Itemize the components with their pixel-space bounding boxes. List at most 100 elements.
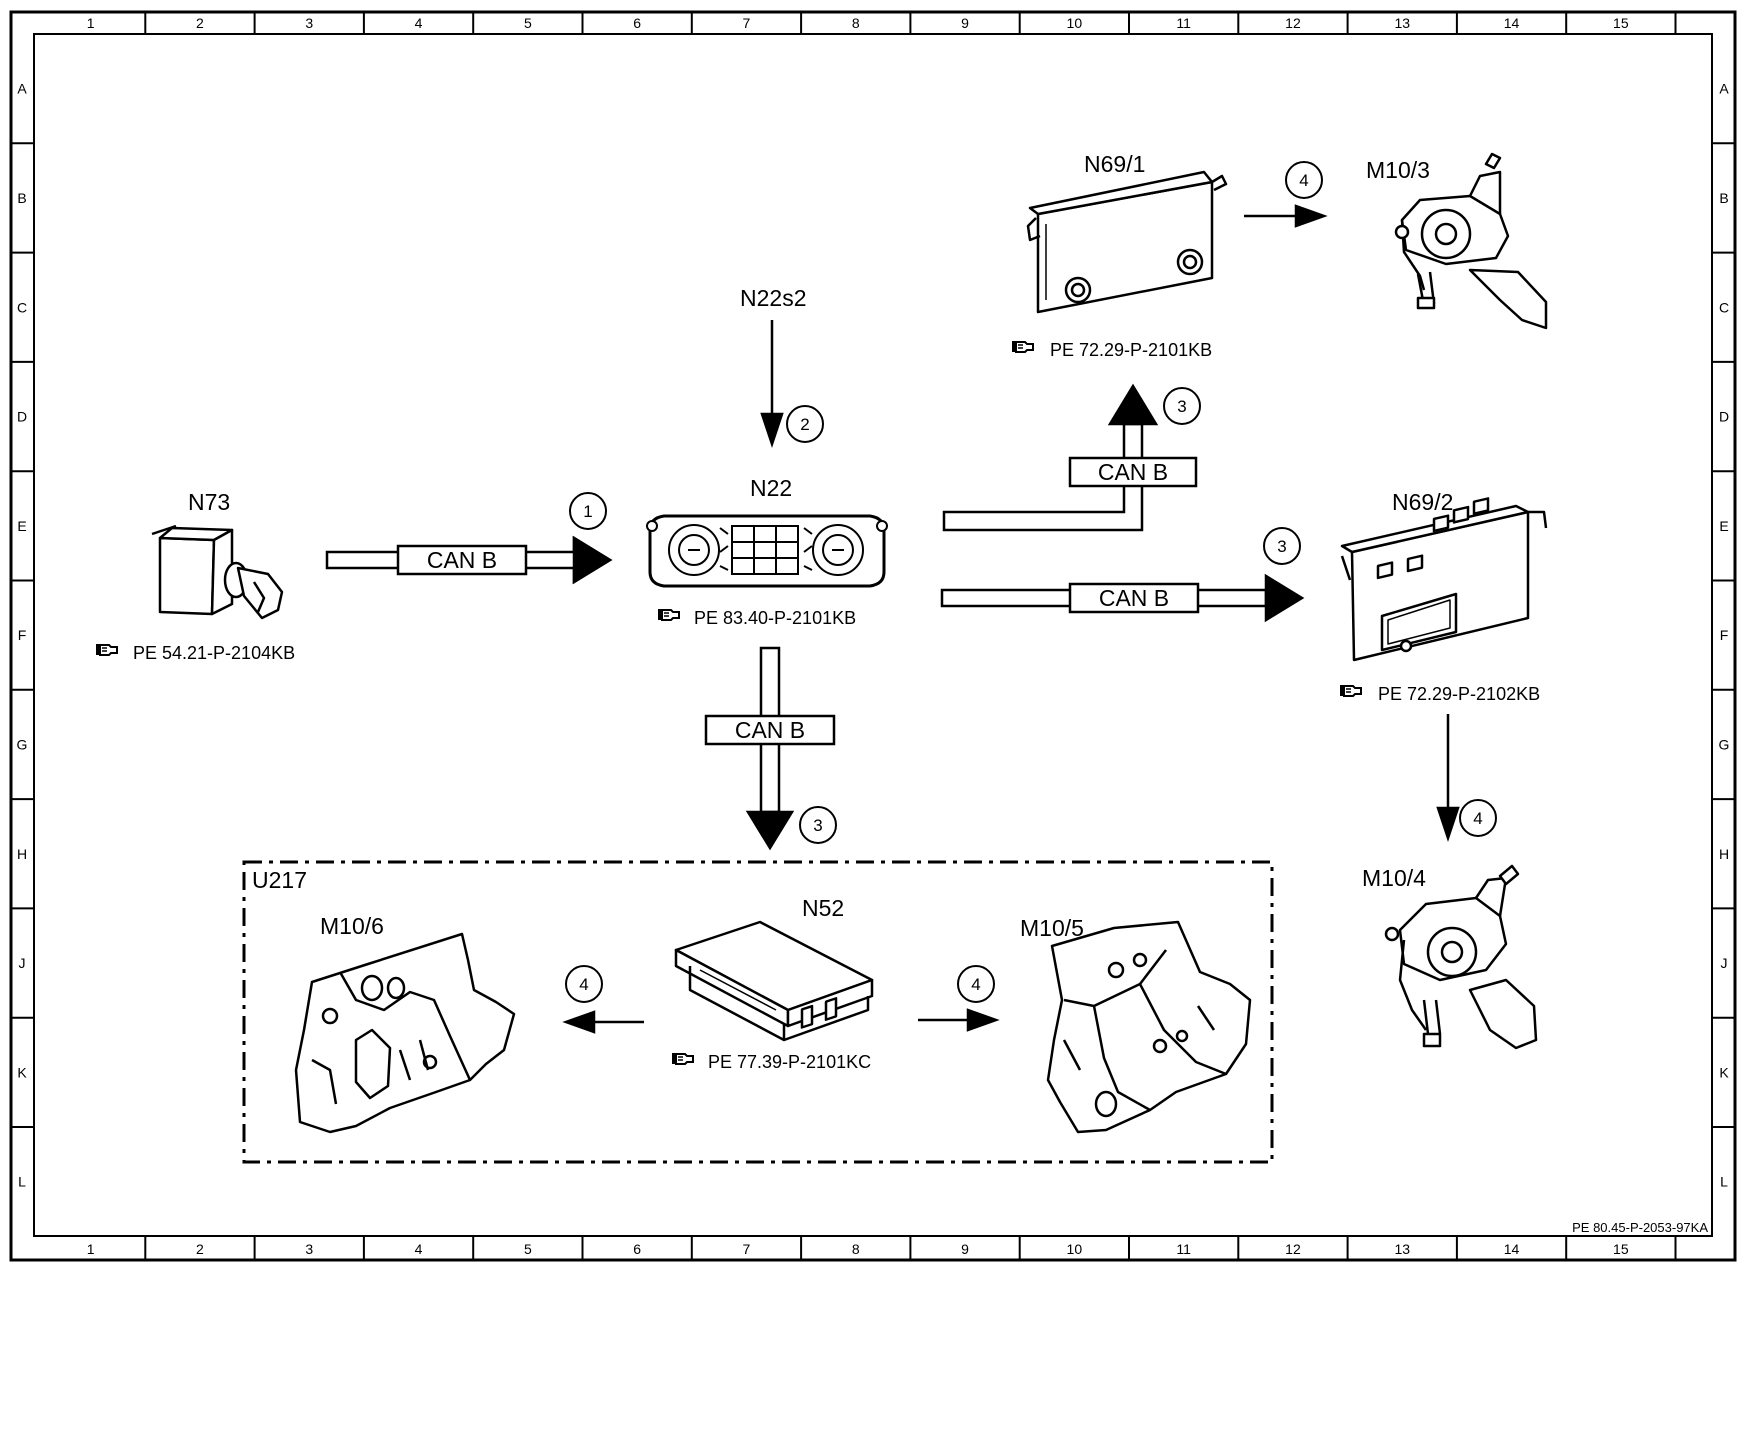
step-circle-4d: [957, 965, 995, 1003]
grid-col-top-5: 5: [524, 15, 532, 31]
arrow-n22-to-n52: [704, 646, 836, 851]
grid-col-bottom-13: 13: [1394, 1241, 1410, 1257]
grid-row-left-F: F: [18, 627, 27, 643]
grid-row-left-D: D: [17, 409, 27, 425]
grid-col-top-1: 1: [87, 15, 95, 31]
ref-n22: PE 83.40-P-2101KB: [657, 608, 856, 628]
step-circle-1: [569, 492, 607, 530]
can-b-box-4: [704, 714, 836, 746]
grid-col-top-6: 6: [633, 15, 641, 31]
grid-row-left-E: E: [17, 518, 26, 534]
arrow-n22s2-to-n22: [760, 320, 784, 448]
grid-col-bottom-11: 11: [1176, 1241, 1191, 1257]
arrow-n69-2-to-m10-4: [1436, 714, 1460, 842]
step-circle-4a: [1285, 161, 1323, 199]
step-number-4a: 4: [1299, 171, 1308, 190]
label-m10-4: M10/4: [1362, 865, 1426, 891]
grid-col-top-14: 14: [1504, 15, 1520, 31]
grid-col-top-15: 15: [1613, 15, 1629, 31]
ref-text-n52: PE 77.39-P-2101KC: [708, 1052, 871, 1072]
grid-col-top-3: 3: [305, 15, 313, 31]
grid-row-left-J: J: [19, 955, 26, 971]
m10-6-door-module-icon: [294, 932, 516, 1134]
step-number-3c: 3: [813, 816, 822, 835]
label-n73: N73: [188, 489, 230, 515]
grid-col-bottom-8: 8: [852, 1241, 860, 1257]
m10-3-window-motor-icon: [1394, 152, 1548, 330]
can-b-label-1: CAN B: [427, 547, 497, 573]
arrow-n52-to-m10-5: [918, 1008, 1000, 1032]
grid-col-bottom-10: 10: [1067, 1241, 1083, 1257]
step-circle-4b: [1459, 799, 1497, 837]
label-m10-3: M10/3: [1366, 157, 1430, 183]
ref-text-n22: PE 83.40-P-2101KB: [694, 608, 856, 628]
n69-2-door-control-unit-icon: [1340, 497, 1548, 662]
grid-row-left-G: G: [17, 736, 28, 752]
drawing-frame: 1122334455667788991010111112121313141415…: [9, 10, 1737, 1262]
grid-col-top-9: 9: [961, 15, 969, 31]
can-b-box-1: [396, 544, 528, 576]
step-circle-3a: [1163, 387, 1201, 425]
grid-row-left-A: A: [17, 81, 27, 97]
grid-col-bottom-12: 12: [1285, 1241, 1301, 1257]
step-number-4c: 4: [579, 975, 588, 994]
grid-col-top-12: 12: [1285, 15, 1301, 31]
u217-boundary: [242, 860, 1274, 1164]
grid-row-right-A: A: [1719, 81, 1729, 97]
grid-row-right-C: C: [1719, 299, 1729, 315]
label-n52: N52: [802, 895, 844, 921]
ref-n69-2: PE 72.29-P-2102KB: [1339, 684, 1540, 704]
grid-row-right-E: E: [1719, 518, 1728, 534]
arrow-n52-to-m10-6: [562, 1010, 644, 1034]
grid-col-top-11: 11: [1176, 15, 1191, 31]
n22-control-panel-icon: [646, 514, 888, 588]
grid-col-top-8: 8: [852, 15, 860, 31]
grid-col-bottom-6: 6: [633, 1241, 641, 1257]
step-circle-3c: [799, 806, 837, 844]
grid-col-bottom-3: 3: [305, 1241, 313, 1257]
grid-col-bottom-14: 14: [1504, 1241, 1520, 1257]
ref-text-n69-1: PE 72.29-P-2101KB: [1050, 340, 1212, 360]
can-b-label-4: CAN B: [735, 717, 805, 743]
can-b-label-2: CAN B: [1098, 459, 1168, 485]
grid-col-top-4: 4: [415, 15, 423, 31]
grid-col-bottom-4: 4: [415, 1241, 423, 1257]
label-u217: U217: [252, 867, 307, 893]
grid-col-bottom-1: 1: [87, 1241, 95, 1257]
can-b-box-2: [1068, 456, 1198, 488]
grid-col-bottom-15: 15: [1613, 1241, 1629, 1257]
ref-text-n73: PE 54.21-P-2104KB: [133, 643, 295, 663]
grid-col-top-7: 7: [743, 15, 751, 31]
grid-row-right-F: F: [1720, 627, 1729, 643]
arrow-n22-to-n69-2: [940, 573, 1305, 623]
step-number-3b: 3: [1277, 537, 1286, 556]
label-n69-1: N69/1: [1084, 151, 1145, 177]
label-m10-5: M10/5: [1020, 915, 1084, 941]
n52-control-module-icon: [674, 920, 874, 1042]
label-m10-6: M10/6: [320, 913, 384, 939]
grid-row-right-H: H: [1719, 846, 1729, 862]
grid-row-right-L: L: [1720, 1174, 1728, 1190]
grid-col-bottom-5: 5: [524, 1241, 532, 1257]
label-n22s2: N22s2: [740, 285, 806, 311]
step-number-2: 2: [800, 415, 809, 434]
n69-1-door-control-unit-icon: [1026, 170, 1228, 314]
m10-5-door-module-icon: [1046, 920, 1252, 1134]
ref-text-n69-2: PE 72.29-P-2102KB: [1378, 684, 1540, 704]
label-n69-2: N69/2: [1392, 489, 1453, 515]
grid-row-left-K: K: [17, 1064, 27, 1080]
grid-col-top-2: 2: [196, 15, 204, 31]
grid-row-left-H: H: [17, 846, 27, 862]
grid-row-right-J: J: [1721, 955, 1728, 971]
label-n22: N22: [750, 475, 792, 501]
grid-row-right-B: B: [1719, 190, 1728, 206]
grid-col-bottom-7: 7: [743, 1241, 751, 1257]
ref-n69-1: PE 72.29-P-2101KB: [1011, 340, 1212, 360]
step-number-4d: 4: [971, 975, 980, 994]
step-number-3a: 3: [1177, 397, 1186, 416]
step-number-4b: 4: [1473, 809, 1482, 828]
step-circle-4c: [565, 965, 603, 1003]
ref-n73: PE 54.21-P-2104KB: [95, 643, 295, 663]
grid-col-top-13: 13: [1394, 15, 1410, 31]
